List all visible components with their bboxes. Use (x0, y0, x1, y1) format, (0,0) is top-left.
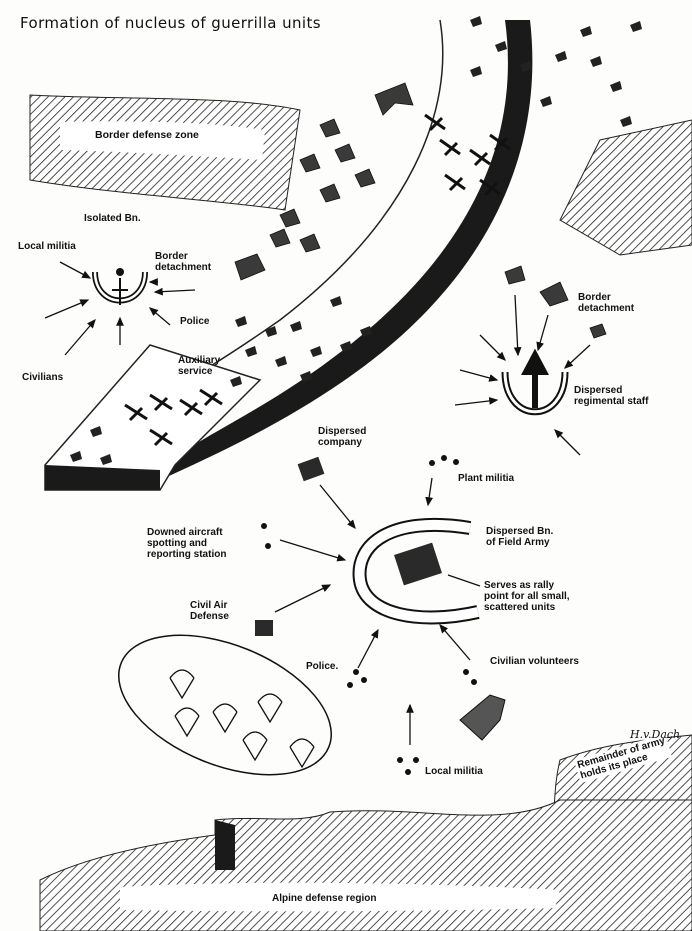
label-downed-aircraft-station: Downed aircraft spotting and reporting s… (147, 527, 226, 560)
paratrooper-ellipse (99, 607, 352, 802)
label-local-militia-bottom: Local militia (425, 766, 483, 777)
enemy-arrow-right (560, 120, 692, 255)
label-civilians: Civilians (22, 372, 63, 383)
label-dispersed-bn: Dispersed Bn. of Field Army (486, 526, 553, 548)
label-dispersed-regimental-staff: Dispersed regimental staff (574, 385, 648, 407)
label-border-detachment-right: Border detachment (578, 292, 634, 314)
alpine-region-cliff (215, 820, 235, 870)
civilian-volunteer-figures (463, 669, 477, 685)
label-police-bottom: Police. (306, 661, 338, 672)
local-militia-figures (397, 757, 419, 775)
label-civilian-volunteers: Civilian volunteers (490, 656, 579, 667)
label-civil-air-defense: Civil Air Defense (190, 600, 229, 622)
plant-militia-figures (429, 455, 459, 466)
label-border-defense-zone: Border defense zone (95, 130, 199, 141)
artist-signature: H.v.Dach (630, 728, 680, 741)
police-figures (347, 669, 367, 688)
label-rally-point: Serves as rally point for all small, sca… (484, 580, 570, 613)
label-plant-militia: Plant militia (458, 473, 514, 484)
label-border-detachment-left: Border detachment (155, 251, 211, 273)
paratroopers (170, 670, 314, 767)
label-auxiliary-service: Auxiliary service (178, 355, 220, 377)
dispersed-company-vehicle (298, 457, 325, 481)
label-police-left: Police (180, 316, 209, 327)
label-local-militia-top: Local militia (18, 241, 76, 252)
volunteer-arrow-shape (460, 695, 505, 740)
label-isolated-bn: Isolated Bn. (84, 213, 141, 224)
regimental-staff-arrow (526, 355, 544, 408)
front-line-thin (150, 20, 443, 400)
downed-aircraft-figures (261, 523, 271, 549)
alpine-region (40, 800, 692, 931)
civil-air-defense-vehicle (255, 620, 273, 636)
diagram-title: Formation of nucleus of guerrilla units (20, 14, 321, 32)
label-alpine-defense-region: Alpine defense region (272, 893, 376, 904)
label-dispersed-company: Dispersed company (318, 426, 366, 448)
dispersed-bn-vehicle (394, 543, 442, 586)
